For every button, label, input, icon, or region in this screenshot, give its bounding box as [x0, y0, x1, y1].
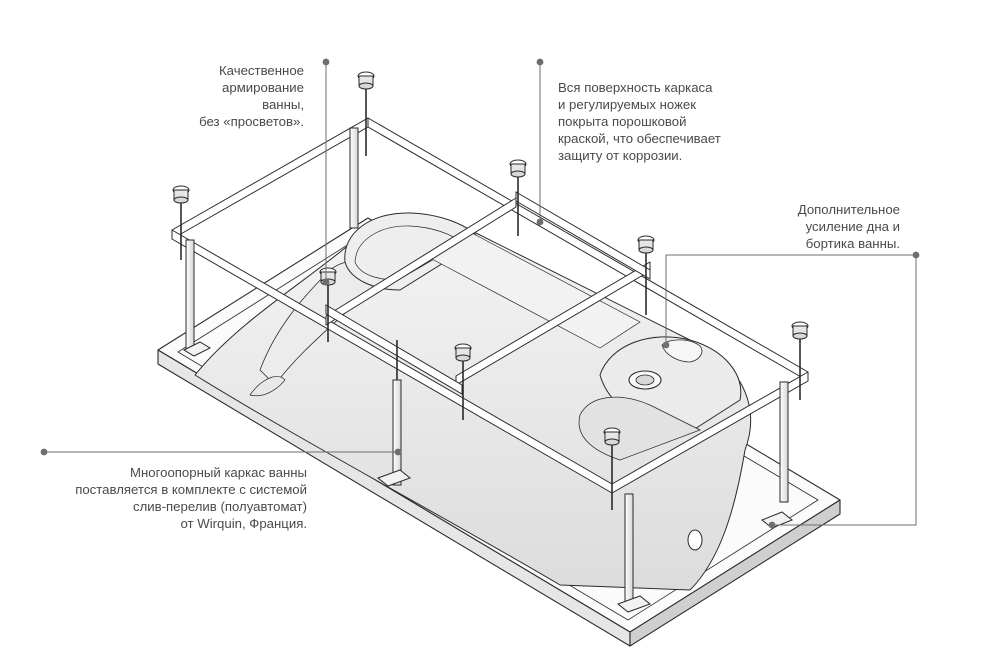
- callout-line: покрыта порошковой: [558, 114, 687, 129]
- callout-line: Вся поверхность каркаса: [558, 80, 713, 95]
- tub-foot-end: [578, 336, 742, 461]
- leader-dot: [768, 521, 776, 529]
- leg-5: [319, 267, 337, 342]
- leader-dots: [40, 58, 920, 529]
- callout-line: Качественное: [219, 63, 304, 78]
- callout-coating: Вся поверхность каркаса и регулируемых н…: [558, 79, 798, 164]
- leader-dot: [322, 278, 330, 286]
- callout-line: Дополнительное: [797, 202, 900, 217]
- overflow-drain: [628, 370, 703, 551]
- callout-line: бортика ванны.: [805, 236, 900, 251]
- leader-dot: [40, 448, 48, 456]
- callout-line: слив-перелив (полуавтомат): [132, 499, 307, 514]
- leader-dot: [536, 218, 544, 226]
- adjustable-legs: [172, 71, 809, 510]
- leg-1: [172, 185, 190, 260]
- callout-frame: Многоопорный каркас ванны поставляется в…: [0, 464, 307, 532]
- leg-7: [603, 427, 621, 510]
- leg-3: [509, 159, 527, 236]
- leg-4: [637, 235, 655, 315]
- frame-cross-members: [325, 191, 651, 395]
- leg-8: [791, 321, 809, 400]
- callout-line: усиление дна и: [805, 219, 900, 234]
- leader-dot: [322, 58, 330, 66]
- callout-line: поставляется в комплекте с системой: [75, 482, 307, 497]
- callout-line: армирование: [222, 80, 304, 95]
- leg-6: [454, 343, 472, 420]
- frame-top-rails: [171, 117, 809, 494]
- leader-dot: [536, 58, 544, 66]
- callout-extra-reinforcement: Дополнительное усиление дна и бортика ва…: [680, 201, 900, 252]
- leg-2: [357, 71, 375, 156]
- leader-dot: [394, 448, 402, 456]
- callout-line: без «просветов».: [199, 114, 304, 129]
- callout-line: от Wirquin, Франция.: [180, 516, 307, 531]
- callout-line: и регулируемых ножек: [558, 97, 697, 112]
- callout-line: Многоопорный каркас ванны: [129, 465, 307, 480]
- callout-line: ванны,: [262, 97, 304, 112]
- leader-dot: [912, 251, 920, 259]
- callout-line: краской, что обеспечивает: [558, 131, 721, 146]
- callout-reinforcement: Качественное армирование ванны, без «про…: [84, 62, 304, 130]
- leader-dot: [662, 341, 670, 349]
- tub-headrest: [344, 212, 641, 349]
- callout-line: защиту от коррозии.: [558, 148, 683, 163]
